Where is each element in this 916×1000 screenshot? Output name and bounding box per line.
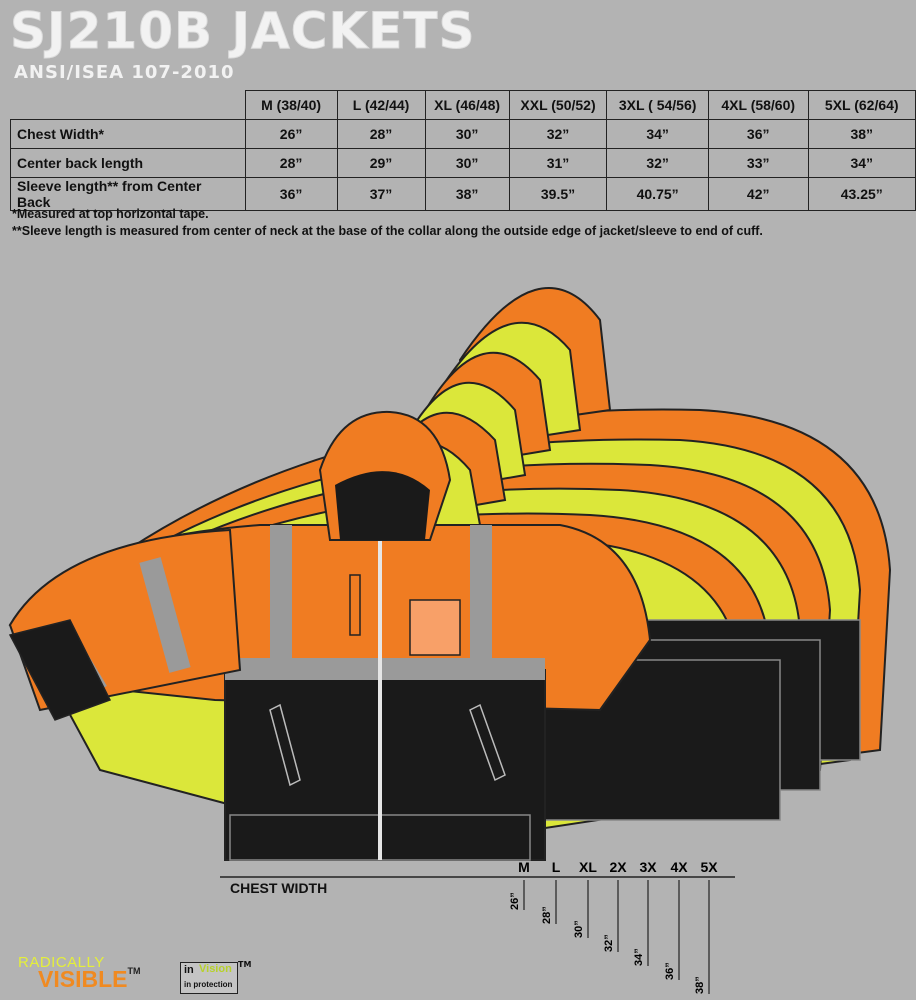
table-cell: 43.25” bbox=[807, 177, 916, 211]
chest-size-label: 3X bbox=[639, 859, 657, 875]
chest-size-label: M bbox=[518, 859, 530, 875]
table-cell: 34” bbox=[807, 148, 916, 178]
size-chart-table: M (38/40) L (42/44) XL (46/48) XXL (50/5… bbox=[10, 90, 916, 211]
chest-size-label: L bbox=[552, 859, 561, 875]
chest-size-label: XL bbox=[579, 859, 597, 875]
size-header-3xl: 3XL ( 54/56) bbox=[606, 90, 709, 120]
table-cell: 37” bbox=[336, 177, 426, 211]
table-cell: 42” bbox=[707, 177, 809, 211]
chest-measure-label: 32” bbox=[603, 934, 615, 952]
table-cell: 26” bbox=[244, 119, 338, 149]
brand-logo-text: VISIBLE bbox=[38, 966, 128, 992]
table-cell: 38” bbox=[807, 119, 916, 149]
chest-size-label: 2X bbox=[609, 859, 627, 875]
jacket-front-m bbox=[8, 410, 652, 861]
chest-measure-label: 28” bbox=[541, 906, 553, 924]
table-row: Chest Width* 26” 28” 30” 32” 34” 36” 38” bbox=[10, 119, 916, 149]
table-cell: 36” bbox=[707, 119, 809, 149]
row-label: Sleeve length** from Center Back bbox=[10, 177, 246, 211]
size-header-5xl: 5XL (62/64) bbox=[807, 90, 916, 120]
footnotes: *Measured at top horizontal tape. **Slee… bbox=[12, 206, 763, 240]
footnote-chest: *Measured at top horizontal tape. bbox=[12, 207, 209, 221]
row-label: Center back length bbox=[10, 148, 246, 178]
nested-jackets-illustration bbox=[8, 287, 892, 861]
table-cell: 29” bbox=[336, 148, 426, 178]
brand-trademark: TM bbox=[127, 966, 141, 976]
chest-measure-label: 30” bbox=[573, 920, 585, 938]
brand-logo: VISIBLETM bbox=[38, 966, 140, 993]
page-title: SJ210B JACKETS bbox=[10, 2, 476, 61]
chest-size-label: 5X bbox=[700, 859, 718, 875]
footnote-sleeve: **Sleeve length is measured from center … bbox=[12, 224, 763, 238]
brand-tagline: RADICALLY bbox=[18, 954, 105, 971]
table-cell: 33” bbox=[707, 148, 809, 178]
size-header-xxl: XXL (50/52) bbox=[508, 90, 608, 120]
badge-word-vision: Vision bbox=[199, 963, 232, 975]
size-header-l: L (42/44) bbox=[336, 90, 426, 120]
chest-width-label: CHEST WIDTH bbox=[230, 880, 328, 896]
standard-subtitle: ANSI/ISEA 107-2010 bbox=[14, 62, 235, 83]
chest-measure-label: 26” bbox=[509, 892, 521, 910]
table-cell: 39.5” bbox=[508, 177, 608, 211]
invision-badge: in Vision in protection bbox=[180, 962, 238, 994]
chest-measure-label: 34” bbox=[633, 948, 645, 966]
badge-word-in: in bbox=[184, 964, 194, 976]
table-cell: 40.75” bbox=[606, 177, 709, 211]
badge-trademark: TM bbox=[238, 960, 252, 969]
chest-measure-label: 38” bbox=[694, 976, 706, 994]
table-cell: 38” bbox=[424, 177, 510, 211]
chest-size-label: 4X bbox=[670, 859, 688, 875]
size-header-m: M (38/40) bbox=[244, 90, 338, 120]
table-cell: 34” bbox=[606, 119, 709, 149]
table-row: Sleeve length** from Center Back 36” 37”… bbox=[10, 177, 916, 211]
row-label: Chest Width* bbox=[10, 119, 246, 149]
badge-caption: in protection bbox=[184, 980, 233, 989]
size-header-xl: XL (46/48) bbox=[424, 90, 510, 120]
table-cell: 28” bbox=[244, 148, 338, 178]
table-cell: 30” bbox=[424, 119, 510, 149]
chest-measure-label: 36” bbox=[664, 962, 676, 980]
table-cell: 32” bbox=[508, 119, 608, 149]
